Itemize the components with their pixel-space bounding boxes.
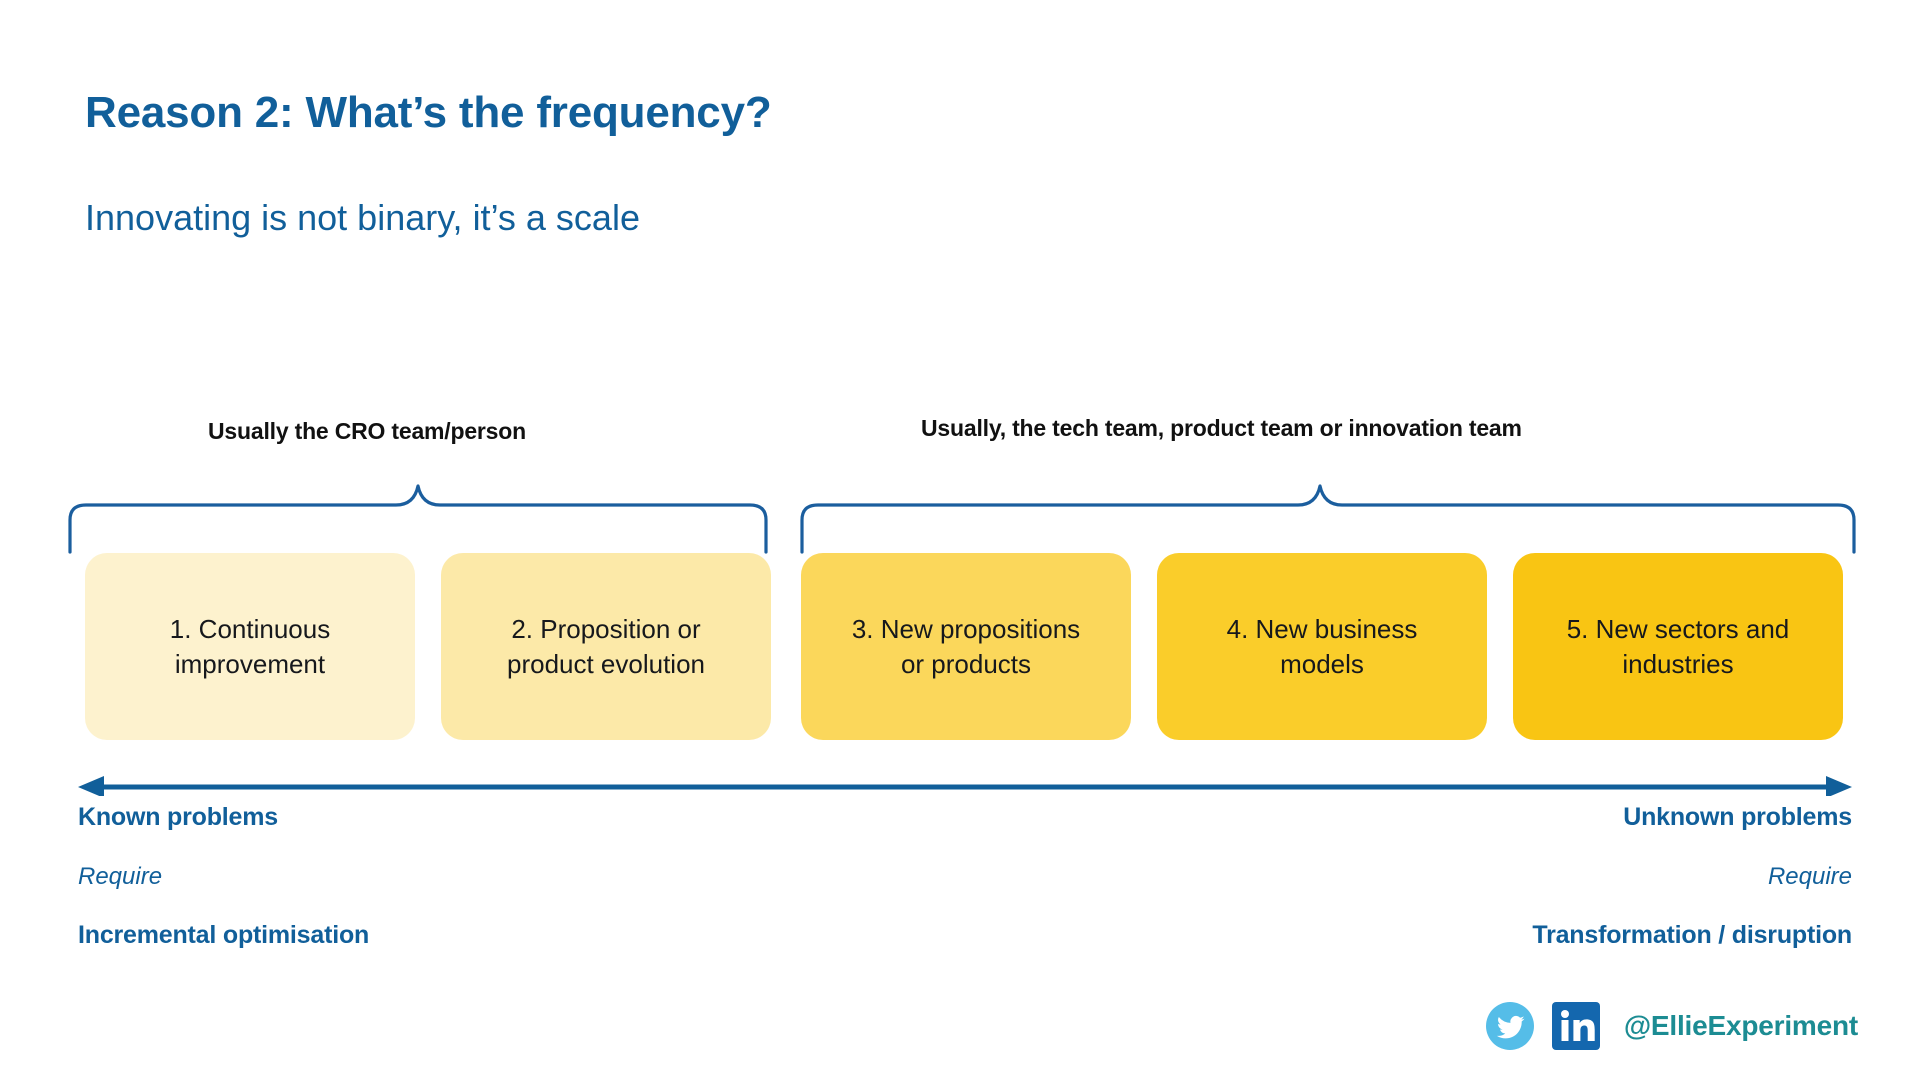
right-arrowhead-icon xyxy=(1826,776,1852,796)
linkedin-icon[interactable] xyxy=(1550,1000,1602,1052)
bracket-right xyxy=(800,484,1856,554)
incremental-optimisation-label: Incremental optimisation xyxy=(78,921,370,949)
scale-card-1-text: 1. Continuous improvement xyxy=(170,612,330,681)
scale-axis-arrow xyxy=(78,776,1852,796)
transformation-disruption-label: Transformation / disruption xyxy=(1532,921,1852,949)
unknown-problems-label: Unknown problems xyxy=(1623,803,1852,831)
axis-end-left: Known problems Require Incremental optim… xyxy=(78,805,778,948)
scale-card-5[interactable]: 5. New sectors and industries xyxy=(1513,553,1843,740)
require-label-left: Require xyxy=(78,863,163,890)
scale-card-1-line2: improvement xyxy=(174,648,326,679)
scale-card-3-line2: or products xyxy=(900,648,1032,679)
scale-card-4-line1: 4. New business xyxy=(1226,614,1418,645)
scale-card-2-text: 2. Proposition or product evolution xyxy=(507,612,705,681)
require-label-right: Require xyxy=(1767,863,1852,890)
page-subtitle: Innovating is not binary, it’s a scale xyxy=(85,197,640,238)
twitter-icon[interactable] xyxy=(1484,1000,1536,1052)
scale-card-4[interactable]: 4. New business models xyxy=(1157,553,1487,740)
page-title: Reason 2: What’s the frequency? xyxy=(85,88,772,137)
left-arrowhead-icon xyxy=(78,776,104,796)
bracket-left xyxy=(68,484,768,554)
group-label-left: Usually the CRO team/person xyxy=(208,418,526,444)
scale-card-row: 1. Continuous improvement 2. Proposition… xyxy=(0,553,1920,740)
scale-card-1-line1: 1. Continuous xyxy=(169,614,331,645)
social-handle-text[interactable]: @EllieExperiment xyxy=(1623,1010,1858,1041)
scale-card-4-line2: models xyxy=(1280,648,1364,679)
bracket-group xyxy=(68,484,1856,554)
known-problems-label: Known problems xyxy=(78,803,278,831)
scale-card-3[interactable]: 3. New propositions or products xyxy=(801,553,1131,740)
scale-card-5-text: 5. New sectors and industries xyxy=(1567,612,1790,681)
scale-card-3-text: 3. New propositions or products xyxy=(852,612,1080,681)
group-label-right: Usually, the tech team, product team or … xyxy=(921,415,1522,441)
scale-card-2[interactable]: 2. Proposition or product evolution xyxy=(441,553,771,740)
social-handle-group: @EllieExperiment xyxy=(1484,1000,1858,1052)
axis-end-right: Unknown problems Require Transformation … xyxy=(1152,805,1852,948)
scale-card-2-line2: product evolution xyxy=(506,648,706,679)
scale-card-5-line2: industries xyxy=(1622,648,1734,679)
scale-card-5-line1: 5. New sectors and xyxy=(1566,614,1790,645)
scale-card-3-line1: 3. New propositions xyxy=(851,614,1081,645)
scale-card-2-line1: 2. Proposition or xyxy=(511,614,701,645)
scale-card-1[interactable]: 1. Continuous improvement xyxy=(85,553,415,740)
scale-card-4-text: 4. New business models xyxy=(1227,612,1418,681)
